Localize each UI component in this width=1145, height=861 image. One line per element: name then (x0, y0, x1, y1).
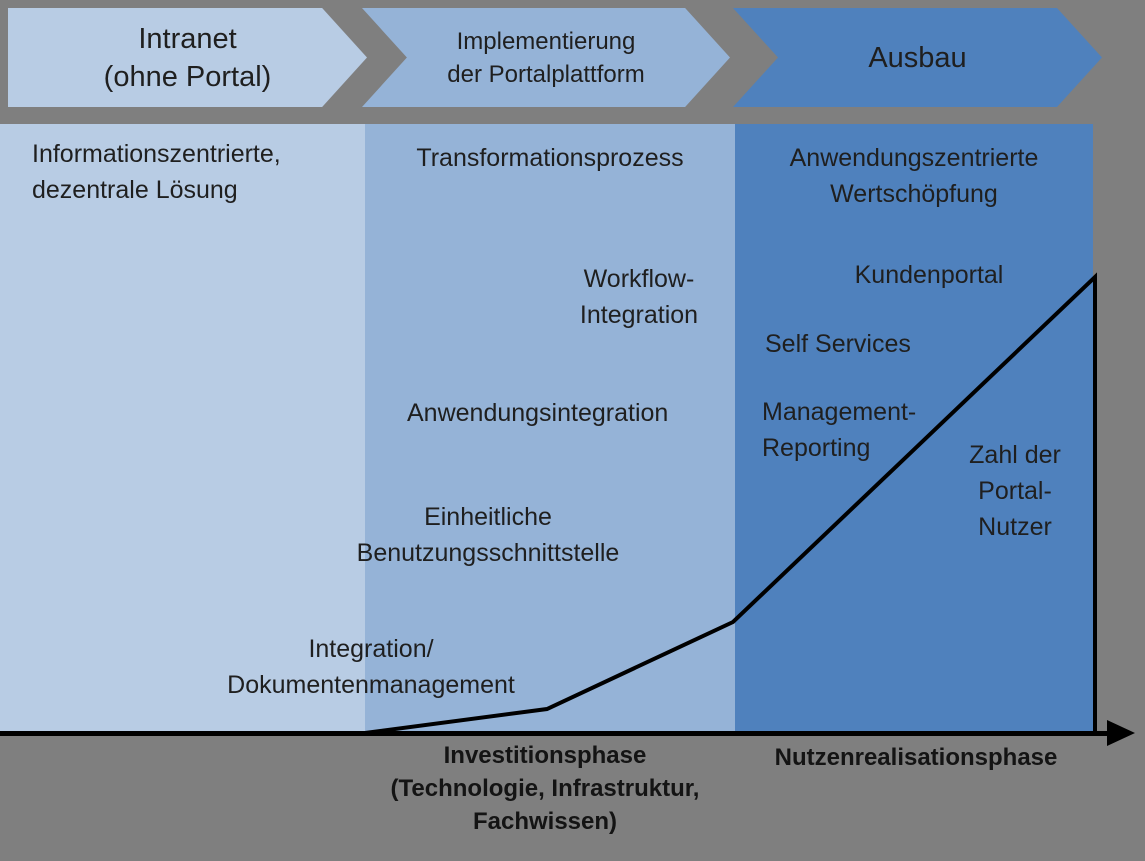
label-anwendungszentrierte-wertschoepfung: Anwendungszentrierte Wertschöpfung (789, 144, 1039, 208)
label-investitionsphase: Investitionsphase (Technologie, Infrastr… (390, 742, 700, 835)
label-zahl-der-portal-nutzer: Zahl der Portal- Nutzer (969, 441, 1061, 541)
x-axis-arrowhead-icon (1107, 720, 1135, 746)
label-transformationsprozess: Transformationsprozess (416, 144, 684, 172)
label-management-reporting: Management- Reporting (762, 398, 917, 462)
label-nutzenrealisationsphase: Nutzenrealisationsphase (774, 744, 1058, 771)
x-axis (0, 731, 1112, 736)
phase-arrow-implementierung: Implementierung der Portalplattform (362, 8, 730, 107)
label-integration-dokumentenmanagement: Integration/ Dokumentenmanagement (227, 635, 515, 699)
phase-arrow-ausbau-label: Ausbau (868, 41, 967, 74)
phase-arrow-implementierung-label: Implementierung der Portalplattform (447, 27, 645, 88)
label-kundenportal: Kundenportal (854, 261, 1004, 289)
phase-arrow-intranet: Intranet (ohne Portal) (8, 8, 367, 107)
label-self-services: Self Services (765, 330, 911, 358)
label-workflow-integration: Workflow- Integration (579, 265, 699, 329)
column-intranet (0, 124, 365, 731)
label-anwendungsintegration: Anwendungsintegration (407, 399, 669, 427)
phase-arrow-ausbau: Ausbau (733, 8, 1102, 107)
label-einheitliche-benutzungsschnittstelle: Einheitliche Benutzungsschnittstelle (356, 503, 620, 567)
phase-arrow-intranet-label: Intranet (ohne Portal) (103, 22, 272, 93)
label-informationszentriert: Informationszentrierte, dezentrale Lösun… (32, 140, 281, 204)
